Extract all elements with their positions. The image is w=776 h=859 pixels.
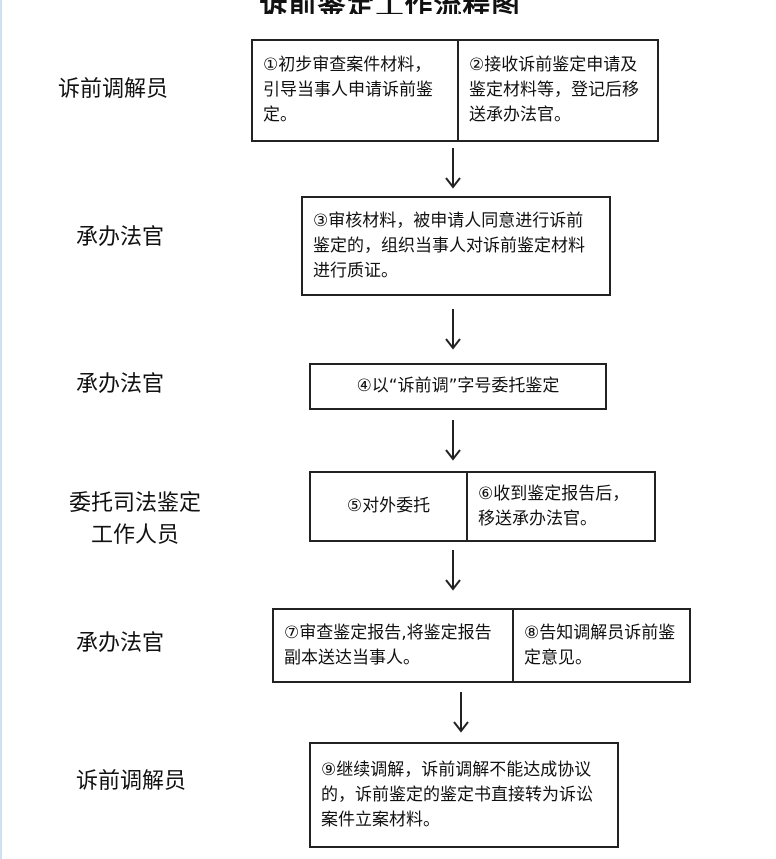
- step-9: ⑨继续调解，诉前调解不能达成协议的，诉前鉴定的鉴定书直接转为诉讼案件立案材料。: [321, 759, 593, 830]
- role-appraisal-staff: 委托司法鉴定工作人员: [68, 491, 201, 548]
- step-6: ⑥收到鉴定报告后，移送承办法官。: [466, 473, 654, 540]
- step-2: ②接收诉前鉴定申请及鉴定材料等，登记后移送承办法官。: [457, 41, 657, 140]
- role-mediator-1: 诉前调解员: [58, 77, 169, 102]
- step-box-1-2: ①初步审查案件材料，引导当事人申请诉前鉴定。 ②接收诉前鉴定申请及鉴定材料等，登…: [251, 39, 659, 142]
- step-5: ⑤对外委托: [346, 496, 431, 516]
- title-clip: 诉前鉴定工作流程图: [150, 0, 630, 14]
- role-judge-3: 承办法官: [76, 631, 165, 656]
- step-8: ⑧告知调解员诉前鉴定意见。: [512, 610, 689, 681]
- step-4: ④以“诉前调”字号委托鉴定: [356, 376, 560, 396]
- arrow-down-icon: [445, 309, 461, 350]
- arrow-down-icon: [445, 550, 461, 591]
- step-1: ①初步审查案件材料，引导当事人申请诉前鉴定。: [263, 55, 433, 125]
- arrow-down-icon: [445, 420, 461, 461]
- left-frame-border: [0, 0, 2, 859]
- page-title: 诉前鉴定工作流程图: [150, 0, 630, 14]
- arrow-down-icon: [445, 148, 461, 189]
- step-box-9: ⑨继续调解，诉前调解不能达成协议的，诉前鉴定的鉴定书直接转为诉讼案件立案材料。: [309, 742, 619, 848]
- step-box-3: ③审核材料，被申请人同意进行诉前鉴定的，组织当事人对诉前鉴定材料进行质证。: [301, 196, 611, 296]
- role-judge-2: 承办法官: [76, 372, 165, 397]
- role-mediator-2: 诉前调解员: [76, 769, 187, 794]
- step-box-5-6: ⑤对外委托 ⑥收到鉴定报告后，移送承办法官。: [309, 471, 656, 542]
- step-7: ⑦审查鉴定报告,将鉴定报告副本送达当事人。: [284, 622, 492, 668]
- step-box-4: ④以“诉前调”字号委托鉴定: [309, 363, 607, 410]
- step-3: ③审核材料，被申请人同意进行诉前鉴定的，组织当事人对诉前鉴定材料进行质证。: [313, 210, 585, 281]
- arrow-down-icon: [453, 692, 469, 733]
- role-judge-1: 承办法官: [76, 225, 165, 250]
- step-box-7-8: ⑦审查鉴定报告,将鉴定报告副本送达当事人。 ⑧告知调解员诉前鉴定意见。: [272, 608, 691, 683]
